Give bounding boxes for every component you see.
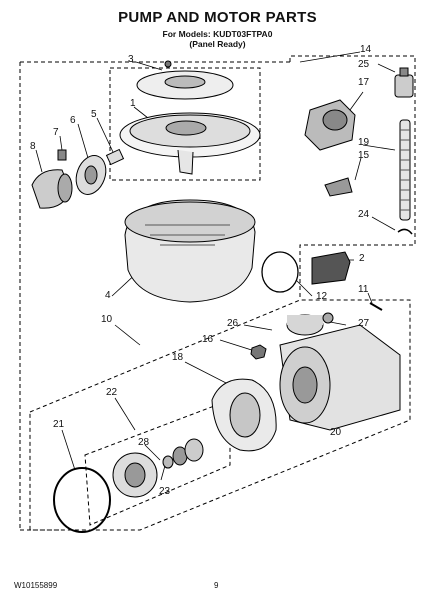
- callout-10: 10: [101, 314, 113, 325]
- callout-24: 24: [358, 209, 370, 220]
- part-18-housing: [211, 378, 277, 452]
- part-15-bracket: [324, 177, 353, 197]
- part-12-ring: [261, 251, 299, 293]
- callout-28: 28: [138, 437, 150, 448]
- callout-6: 6: [70, 115, 76, 126]
- part-27-fastener: [322, 312, 334, 324]
- callout-21: 21: [53, 419, 65, 430]
- callout-26: 26: [227, 318, 239, 329]
- callout-7: 7: [53, 127, 59, 138]
- callout-11: 11: [358, 284, 369, 295]
- part-4-sump: [124, 199, 256, 303]
- parts-5-to-8: [31, 148, 125, 209]
- callout-27: 27: [358, 318, 370, 329]
- part-25-valve: [394, 67, 414, 98]
- callout-25: 25: [358, 59, 370, 70]
- callout-4: 4: [105, 290, 111, 301]
- callout-3: 3: [128, 54, 134, 65]
- callout-19: 19: [358, 137, 370, 148]
- callout-1: 1: [130, 98, 136, 109]
- callout-18: 18: [172, 352, 184, 363]
- part-2-block: [311, 251, 351, 285]
- panel-line: (Panel Ready): [189, 39, 246, 49]
- part-1-disk: [119, 112, 261, 175]
- callout-17: 17: [358, 77, 370, 88]
- part-3-cap: [136, 60, 234, 100]
- part-22-impeller: [112, 452, 158, 498]
- callout-16: 16: [202, 334, 214, 345]
- part-24-clamp: [397, 228, 413, 235]
- callout-8: 8: [30, 141, 36, 152]
- models-line: For Models: KUDT03FTPA0: [162, 29, 273, 39]
- callout-23: 23: [159, 486, 171, 497]
- callout-2: 2: [359, 253, 365, 264]
- part-11-clip: [369, 302, 383, 311]
- callout-20: 20: [330, 427, 342, 438]
- page-number: 9: [214, 581, 219, 590]
- callout-22: 22: [106, 387, 118, 398]
- part-19-hose: [399, 119, 411, 221]
- doc-number: W10155899: [14, 581, 58, 590]
- callout-14: 14: [360, 44, 372, 55]
- callout-15: 15: [358, 150, 370, 161]
- page-title: PUMP AND MOTOR PARTS: [118, 9, 317, 26]
- part-23-28-seals: [162, 438, 204, 469]
- part-21-ring: [53, 467, 111, 533]
- part-17-pump: [304, 99, 356, 151]
- callout-5: 5: [91, 109, 97, 120]
- part-20-motor: [279, 324, 401, 431]
- part-16-nut: [250, 344, 267, 360]
- part-26-capacitor: [286, 314, 324, 336]
- callout-12: 12: [316, 291, 328, 302]
